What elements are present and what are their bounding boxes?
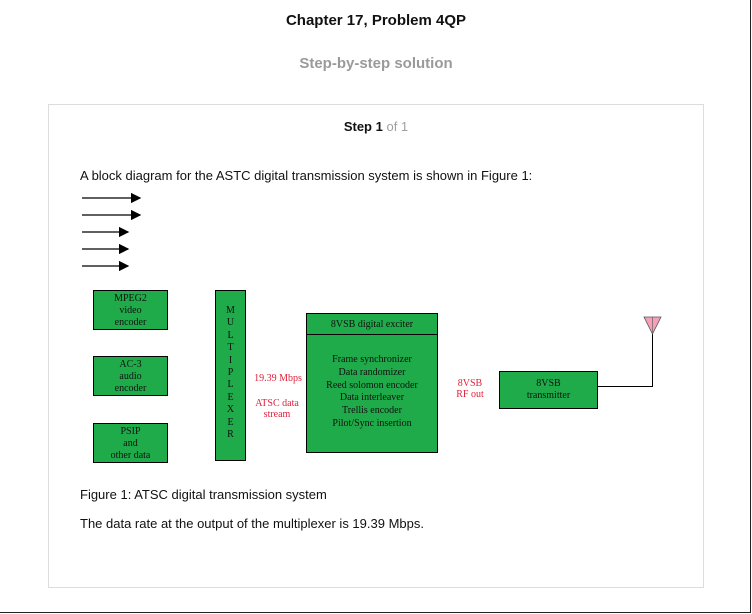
rate-label: 19.39 Mbps xyxy=(254,373,302,384)
multiplexer-letter: E xyxy=(227,416,234,428)
antenna-icon xyxy=(643,316,662,335)
stream-label: ATSC data stream xyxy=(255,398,299,420)
exciter-function-item: Data randomizer xyxy=(338,366,406,378)
exciter-function-item: Frame synchronizer xyxy=(332,354,412,365)
mpeg2-video-encoder-block: MPEG2 video encoder xyxy=(93,290,168,330)
transmitter-label: 8VSB transmitter xyxy=(526,378,571,401)
multiplexer-letter: L xyxy=(227,329,234,341)
stray-arrows xyxy=(82,192,142,272)
exciter-divider xyxy=(307,334,437,335)
antenna-mast xyxy=(652,330,653,387)
multiplexer-letter: X xyxy=(226,404,235,416)
ac3-audio-encoder-block: AC-3 audio encoder xyxy=(93,356,168,396)
multiplexer-letter: R xyxy=(227,429,234,441)
mpeg2-label: MPEG2 video encoder xyxy=(114,293,147,328)
exciter-function-item: Data interleaver xyxy=(339,392,405,404)
exciter-function-item: Pilot/Sync insertion xyxy=(332,417,412,429)
solution-subtitle: Step-by-step solution xyxy=(299,55,453,72)
intro-text: A block diagram for the ASTC digital tra… xyxy=(80,168,533,183)
multiplexer-letter: I xyxy=(228,354,233,366)
multiplexer-letter: P xyxy=(227,367,234,379)
multiplexer-letter: T xyxy=(227,342,234,354)
rf-out-label: 8VSB RF out xyxy=(456,378,484,400)
step-of-count: of 1 xyxy=(386,119,409,134)
multiplexer-letter: E xyxy=(227,391,234,403)
multiplexer-letter: U xyxy=(226,317,235,329)
multiplexer-letter: L xyxy=(227,379,234,391)
psip-data-block: PSIP and other data xyxy=(93,423,168,463)
exciter-title: 8VSB digital exciter xyxy=(330,319,414,330)
exciter-function-item: Trellis encoder xyxy=(342,405,402,417)
chapter-title: Chapter 17, Problem 4QP xyxy=(285,12,467,29)
8vsb-transmitter-block: 8VSB transmitter xyxy=(499,371,598,409)
exciter-function-item: Reed solomon encoder xyxy=(326,379,418,391)
psip-label: PSIP and other data xyxy=(110,426,151,461)
step-label: Step 1 xyxy=(343,119,383,134)
antenna-feed-horizontal xyxy=(598,386,653,387)
multiplexer-letter: M xyxy=(226,305,235,316)
step-header: Step 1 of 1 xyxy=(49,119,703,134)
ac3-label: AC-3 audio encoder xyxy=(114,359,147,394)
figure-caption: Figure 1: ATSC digital transmission syst… xyxy=(80,487,327,502)
result-text: The data rate at the output of the multi… xyxy=(80,516,424,531)
